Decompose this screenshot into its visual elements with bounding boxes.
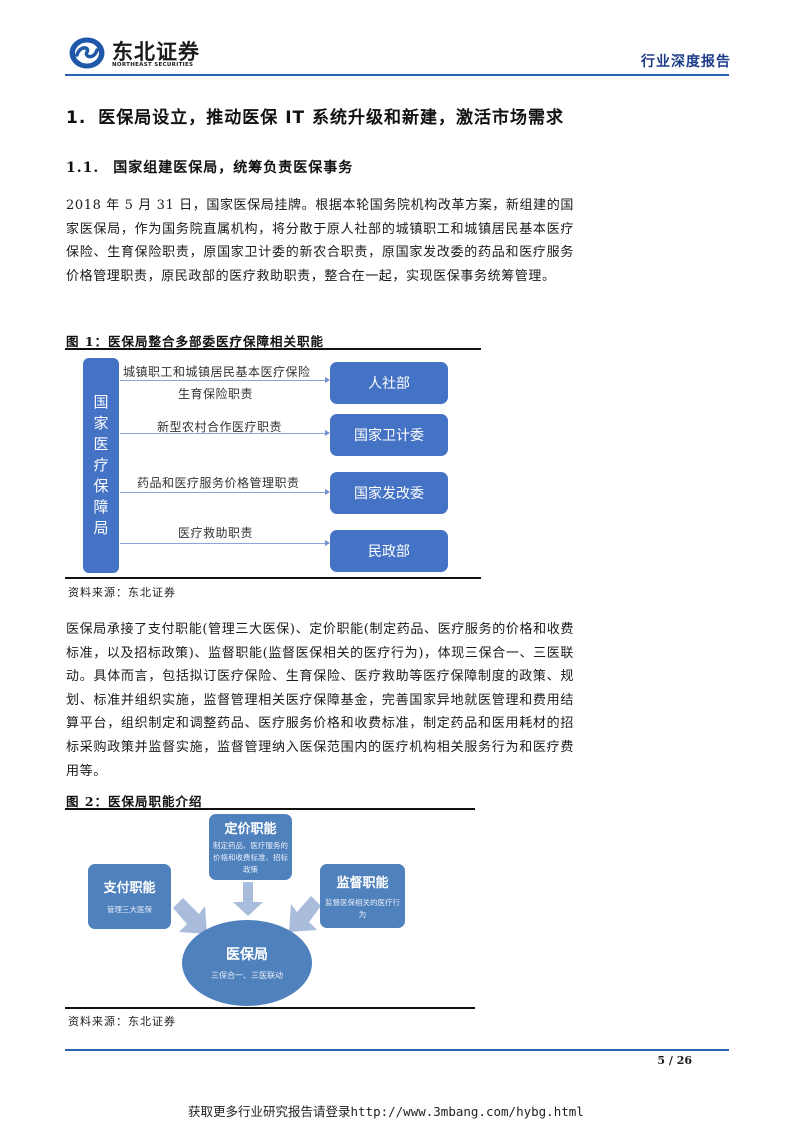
section-heading-1: 1. 医保局设立，推动医保 IT 系统升级和新建，激活市场需求 [66,103,564,128]
vbar-char: 国 [93,393,109,411]
dept-box-mohrss: 人社部 [330,362,448,404]
nhsa-center-ellipse: 医保局 三保合一、三医联动 [182,920,312,1006]
center-title: 医保局 [226,947,268,963]
subsection-heading-1-1: 1.1. 国家组建医保局，统筹负责医保事务 [66,157,353,177]
flow-label: 城镇职工和城镇居民基本医疗保险 [123,365,311,379]
figure-2-top-rule [65,808,475,810]
arrow-right-icon [120,540,330,546]
pricing-desc: 制定药品、医疗服务的价格和收费标准、招标政策 [213,841,288,874]
vbar-char: 局 [93,519,109,537]
figure-2-arrows [173,882,321,934]
header-divider [65,74,729,76]
payment-function-box: 支付职能 管理三大医保 [88,864,171,929]
pricing-function-box: 定价职能 制定药品、医疗服务的价格和收费标准、招标政策 [209,814,292,880]
figure-1-source: 资料来源：东北证券 [68,586,176,599]
supervision-desc: 监督医保相关的医疗行为 [325,898,400,919]
section-title: 医保局设立，推动医保 IT 系统升级和新建，激活市场需求 [98,108,565,128]
arrow-diagonal-icon [173,898,207,934]
pricing-title: 定价职能 [224,822,277,837]
body-paragraph-2: 医保局承接了支付职能(管理三大医保)、定价职能(制定药品、医疗服务的价格和收费标… [66,622,574,779]
section-number: 1. [66,108,87,128]
figure-1-title: 图 1：医保局整合多部委医疗保障相关职能 [66,334,325,349]
footer-divider [65,1049,729,1051]
supervision-function-box: 监督职能 监督医保相关的医疗行为 [320,864,405,928]
promo-link-text[interactable]: 获取更多行业研究报告请登录http://www.3mbang.com/hybg.… [188,1104,584,1119]
figure-2-title: 图 2：医保局职能介绍 [66,794,203,809]
figure-2-bottom-rule [65,1007,475,1009]
body-paragraph-1: 2018 年 5 月 31 日，国家医保局挂牌。根据本轮国务院机构改革方案，新组… [66,198,574,284]
dept-box-mca: 民政部 [330,530,448,572]
flow-label: 医疗救助职责 [178,526,254,540]
nhsa-vertical-box: 国 家 医 疗 保 障 局 [83,358,119,573]
vbar-char: 医 [93,435,109,453]
company-logo: 东北证券 NORTHEAST SECURITIES [68,34,248,74]
figure-1-top-rule [65,348,481,350]
vbar-char: 家 [93,414,109,432]
arrow-right-icon [120,489,330,495]
dept-box-ndrc: 国家发改委 [330,472,448,514]
vbar-char: 保 [93,477,109,495]
page-number: 5 / 26 [657,1054,692,1067]
arrow-right-icon [120,377,330,383]
payment-title: 支付职能 [103,881,156,896]
arrow-down-icon [233,882,263,916]
figure-1-bottom-rule [65,577,481,579]
dept-box-nhfpc: 国家卫计委 [330,414,448,456]
flow-label: 生育保险职责 [178,387,254,401]
flow-label: 新型农村合作医疗职责 [157,420,283,434]
vbar-char: 疗 [93,456,109,474]
figure-2-source: 资料来源：东北证券 [68,1015,176,1028]
vbar-char: 障 [93,498,109,516]
supervision-title: 监督职能 [336,876,389,891]
arrow-right-icon [120,430,330,436]
payment-desc: 管理三大医保 [107,905,152,914]
logo-english-name: NORTHEAST SECURITIES [112,62,194,68]
flow-label: 药品和医疗服务价格管理职责 [137,476,300,490]
subsection-number: 1.1. [66,160,100,176]
subsection-title: 国家组建医保局，统筹负责医保事务 [113,160,354,176]
center-desc: 三保合一、三医联动 [211,971,283,980]
logo-chinese-name: 东北证券 [112,40,200,64]
logo-emblem-icon [69,37,105,69]
report-type-label: 行业深度报告 [641,54,731,70]
arrow-diagonal-icon [289,896,321,932]
